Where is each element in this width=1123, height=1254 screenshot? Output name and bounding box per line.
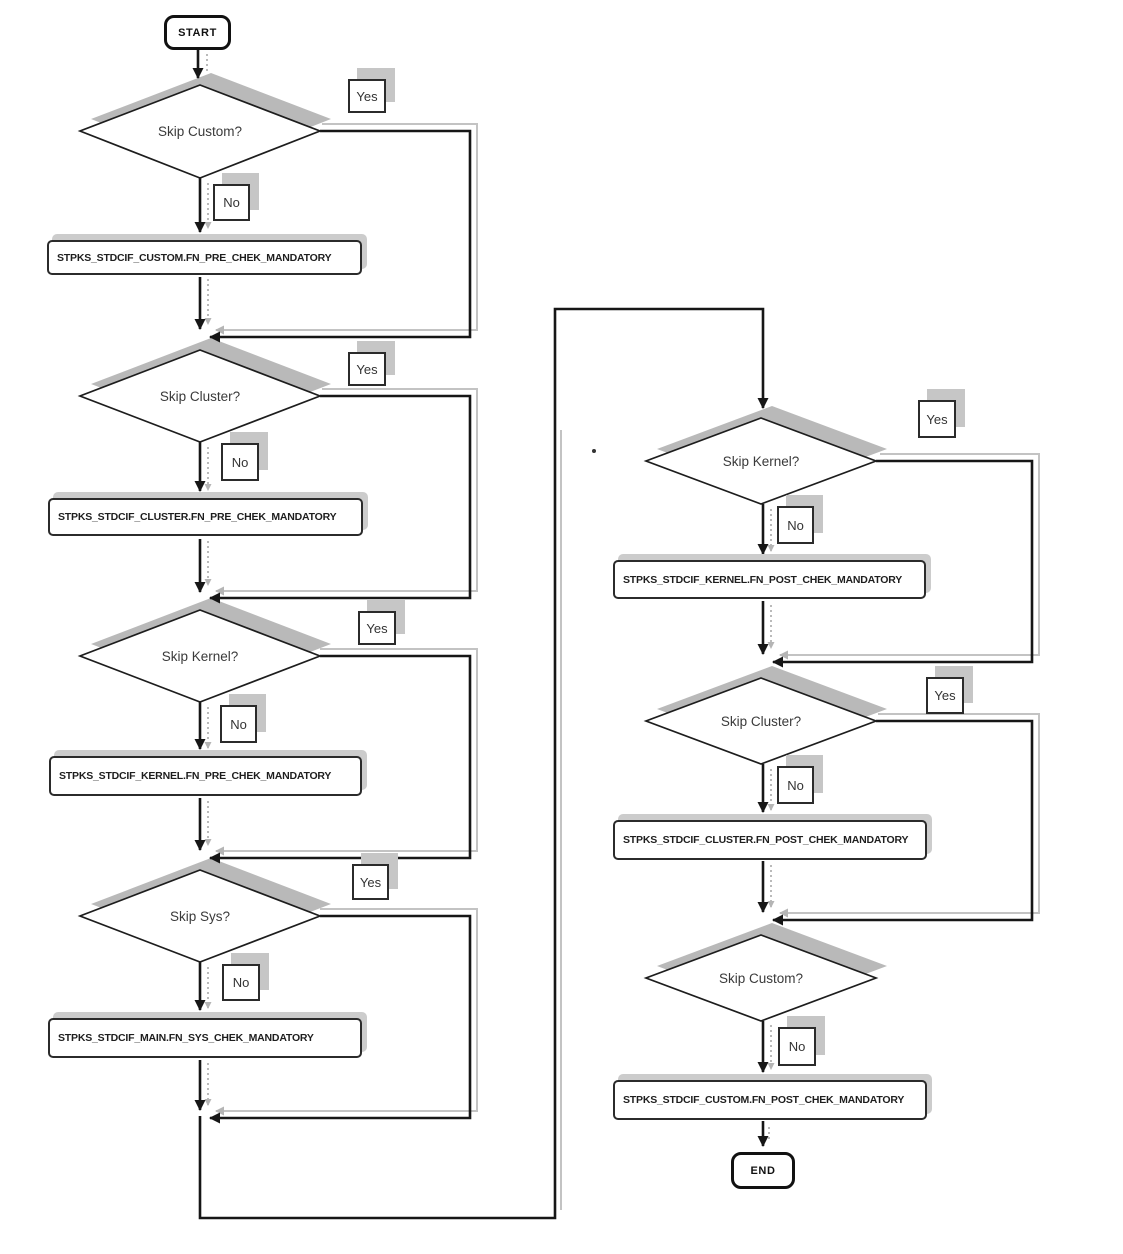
decision-diamond-skip-custom-pre (77, 84, 323, 179)
process-box-custom-pre-chek: STPKS_STDCIF_CUSTOM.FN_PRE_CHEK_MANDATOR… (47, 240, 362, 275)
yes-tag-skip-custom-pre: Yes (348, 79, 386, 113)
no-tag-skip-sys: No (222, 964, 260, 1001)
process-box-kernel-pre-chek: STPKS_STDCIF_KERNEL.FN_PRE_CHEK_MANDATOR… (49, 756, 362, 796)
yes-tag-skip-kernel-post: Yes (918, 400, 956, 438)
diamond-shadow-layer (91, 73, 887, 1009)
decision-diamond-skip-cluster-pre (77, 349, 323, 443)
yes-tag-skip-kernel-pre: Yes (358, 611, 396, 645)
yes-tag-skip-sys: Yes (352, 864, 389, 900)
process-box-cluster-post-chek: STPKS_STDCIF_CLUSTER.FN_POST_CHEK_MANDAT… (613, 820, 927, 860)
decision-label-skip-kernel-pre: Skip Kernel? (161, 649, 239, 664)
no-tag-skip-custom-post: No (778, 1027, 816, 1066)
decision-diamond-skip-cluster-post (643, 677, 879, 765)
no-tag-skip-kernel-pre: No (220, 705, 257, 743)
decision-label-skip-kernel-post: Skip Kernel? (722, 454, 800, 469)
decision-label-skip-cluster-pre: Skip Cluster? (159, 389, 241, 404)
decision-diamond-skip-sys (77, 869, 323, 963)
decision-diamond-skip-kernel-pre (77, 609, 323, 703)
diamond-layer (77, 84, 879, 1022)
stray-dot (592, 449, 596, 453)
end-terminal: END (731, 1152, 795, 1189)
decision-label-skip-sys: Skip Sys? (169, 909, 231, 924)
process-box-kernel-post-chek: STPKS_STDCIF_KERNEL.FN_POST_CHEK_MANDATO… (613, 560, 926, 599)
decision-diamond-skip-custom-post (643, 934, 879, 1022)
process-box-main-sys-chek: STPKS_STDCIF_MAIN.FN_SYS_CHEK_MANDATORY (48, 1018, 362, 1058)
decision-label-skip-cluster-post: Skip Cluster? (720, 714, 802, 729)
dark-connectors (192, 50, 1034, 1220)
decision-label-skip-custom-post: Skip Custom? (718, 971, 804, 986)
process-box-custom-post-chek: STPKS_STDCIF_CUSTOM.FN_POST_CHEK_MANDATO… (613, 1080, 927, 1120)
decision-label-skip-custom-pre: Skip Custom? (157, 124, 243, 139)
gray-shadow-connectors (204, 54, 1040, 1210)
no-tag-skip-cluster-pre: No (221, 443, 259, 481)
no-tag-skip-kernel-post: No (777, 506, 814, 544)
no-tag-skip-custom-pre: No (213, 184, 250, 221)
yes-tag-skip-cluster-post: Yes (926, 677, 964, 714)
yes-tag-skip-cluster-pre: Yes (348, 352, 386, 386)
decision-diamond-skip-kernel-post (643, 417, 879, 505)
no-tag-skip-cluster-post: No (777, 766, 814, 804)
process-box-cluster-pre-chek: STPKS_STDCIF_CLUSTER.FN_PRE_CHEK_MANDATO… (48, 498, 363, 536)
start-terminal: START (164, 15, 231, 50)
